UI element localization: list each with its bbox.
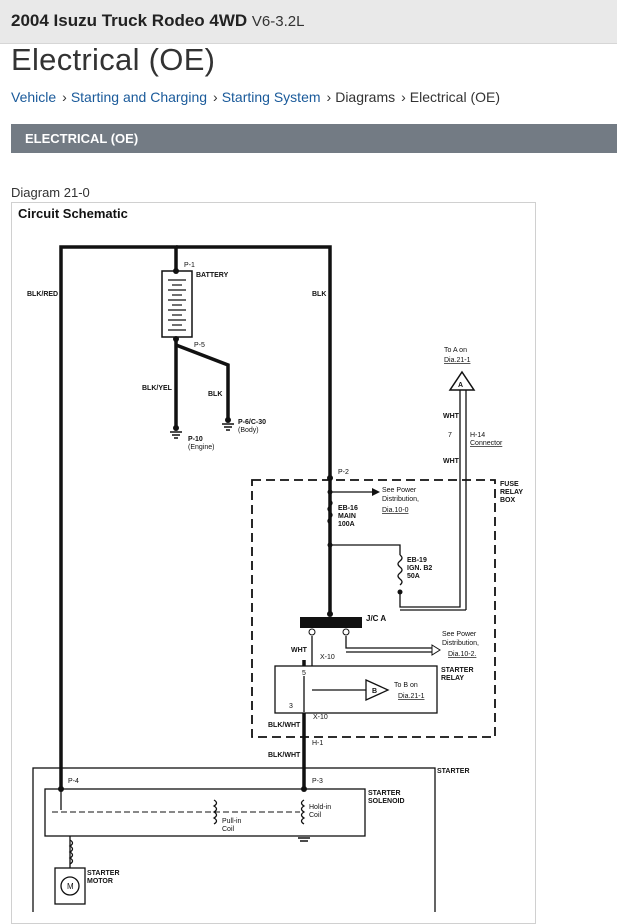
label-body: (Body) bbox=[238, 427, 259, 434]
arrow-right-icon bbox=[431, 644, 441, 656]
label-battery: BATTERY bbox=[196, 272, 229, 279]
label-starter-motor-1: STARTER bbox=[87, 870, 120, 877]
label-starter: STARTER bbox=[437, 768, 470, 775]
arrow-right-icon bbox=[372, 488, 380, 496]
label-blkred: BLK/RED bbox=[27, 291, 58, 298]
connector-b-triangle bbox=[365, 678, 390, 702]
label-p3: P-3 bbox=[312, 778, 323, 785]
vehicle-header: 2004 Isuzu Truck Rodeo 4WD V6-3.2L bbox=[0, 0, 617, 44]
label-wht3: WHT bbox=[291, 647, 308, 654]
thin-wires bbox=[32, 390, 467, 912]
label-starter-solenoid-2: SOLENOID bbox=[368, 798, 405, 805]
label-50a: 50A bbox=[407, 573, 420, 580]
ground-symbols bbox=[170, 423, 310, 842]
label-p1: P-1 bbox=[184, 262, 195, 269]
diagram-number: Diagram 21-0 bbox=[11, 185, 90, 200]
breadcrumb-current: Electrical (OE) bbox=[409, 89, 501, 105]
label-fuse-box-2: RELAY bbox=[500, 489, 523, 496]
label-see-power-2b: Distribution, bbox=[442, 640, 479, 647]
junction-connector-bar bbox=[300, 617, 362, 628]
label-starter-solenoid-1: STARTER bbox=[368, 790, 401, 797]
fuse-ign-symbol bbox=[397, 554, 403, 586]
hold-in-coil-symbol bbox=[300, 799, 306, 825]
breadcrumb-starting-system[interactable]: Starting System bbox=[221, 89, 321, 105]
label-wht1: WHT bbox=[443, 413, 460, 420]
label-pin7: 7 bbox=[448, 432, 452, 439]
diagram-frame bbox=[11, 202, 536, 924]
label-holdin-2: Coil bbox=[309, 812, 322, 819]
vehicle-name: 2004 Isuzu Truck Rodeo 4WD bbox=[11, 11, 248, 30]
ground-dot-engine bbox=[173, 425, 179, 431]
link-dia-10-0[interactable]: Dia.10-0 bbox=[382, 507, 409, 514]
label-holdin-1: Hold-in bbox=[309, 804, 331, 811]
label-m-mark: M bbox=[67, 882, 74, 891]
label-see-power-2a: See Power bbox=[442, 631, 477, 638]
label-jca: J/C A bbox=[366, 614, 386, 623]
label-eb16: EB-16 bbox=[338, 505, 358, 512]
label-a-mark: A bbox=[458, 382, 463, 389]
section-header: ELECTRICAL (OE) bbox=[11, 124, 617, 153]
label-fuse-box-3: BOX bbox=[500, 497, 516, 504]
link-dia-21-1-b[interactable]: Dia.21-1 bbox=[398, 693, 425, 700]
section-title: ELECTRICAL (OE) bbox=[25, 131, 139, 146]
label-blkyel: BLK/YEL bbox=[142, 385, 173, 392]
label-p5: P-5 bbox=[194, 342, 205, 349]
label-p4: P-4 bbox=[68, 778, 79, 785]
label-main: MAIN bbox=[338, 513, 356, 520]
label-h14: H-14 bbox=[470, 432, 485, 439]
label-see-power-1b: Distribution, bbox=[382, 496, 419, 503]
breadcrumb-starting-and-charging[interactable]: Starting and Charging bbox=[70, 89, 208, 105]
label-pullin-2: Coil bbox=[222, 826, 235, 833]
vehicle-title: 2004 Isuzu Truck Rodeo 4WD V6-3.2L bbox=[11, 11, 304, 31]
label-p2: P-2 bbox=[338, 469, 349, 476]
label-connector: Connector bbox=[470, 440, 503, 447]
breadcrumb-diagrams: Diagrams bbox=[335, 89, 396, 105]
label-p10: P-10 bbox=[188, 436, 203, 443]
fuse-main-symbol bbox=[327, 499, 333, 525]
label-100a: 100A bbox=[338, 521, 355, 528]
breadcrumb-chevron-icon: › bbox=[401, 89, 406, 105]
connector-a-triangle bbox=[448, 370, 476, 391]
battery-symbol bbox=[161, 270, 193, 338]
schematic-labels: P-1 BATTERY P-5 BLK/RED BLK BLK/YEL BLK … bbox=[27, 262, 523, 891]
breadcrumb-chevron-icon: › bbox=[213, 89, 218, 105]
label-h1: H-1 bbox=[312, 740, 323, 747]
breadcrumb-vehicle[interactable]: Vehicle bbox=[11, 89, 57, 105]
label-x10a: X-10 bbox=[320, 654, 335, 661]
label-b-mark: B bbox=[372, 688, 377, 695]
label-wht2: WHT bbox=[443, 458, 460, 465]
diagram-title: Circuit Schematic bbox=[18, 206, 128, 221]
breadcrumb: Vehicle›Starting and Charging›Starting S… bbox=[11, 89, 500, 105]
motor-symbol bbox=[60, 876, 80, 896]
label-pullin-1: Pull-in bbox=[222, 818, 242, 825]
label-p6: P-6/C-30 bbox=[238, 419, 266, 426]
label-blk-mid: BLK bbox=[208, 391, 222, 398]
label-starter-relay-1: STARTER bbox=[441, 667, 474, 674]
label-see-power-1a: See Power bbox=[382, 487, 417, 494]
label-fuse-box-1: FUSE bbox=[500, 481, 519, 488]
fuse-relay-box-outline bbox=[251, 479, 496, 738]
label-blkwht2: BLK/WHT bbox=[268, 752, 301, 759]
label-engine: (Engine) bbox=[188, 444, 214, 451]
label-x10b: X-10 bbox=[313, 714, 328, 721]
label-ign-b2: IGN. B2 bbox=[407, 565, 432, 572]
label-starter-motor-2: MOTOR bbox=[87, 878, 113, 885]
label-to-b-on: To B on bbox=[394, 682, 418, 689]
link-dia-21-1-a[interactable]: Dia.21-1 bbox=[444, 357, 471, 364]
motor-coil-symbol bbox=[68, 839, 74, 865]
link-dia-10-2[interactable]: Dia.10-2. bbox=[448, 651, 476, 658]
vehicle-engine: V6-3.2L bbox=[251, 13, 305, 30]
label-pin5: 5 bbox=[302, 670, 306, 677]
label-blk-top: BLK bbox=[312, 291, 326, 298]
page-title: Electrical (OE) bbox=[11, 42, 216, 77]
label-eb19: EB-19 bbox=[407, 557, 427, 564]
label-starter-relay-2: RELAY bbox=[441, 675, 464, 682]
label-to-a-on: To A on bbox=[444, 347, 467, 354]
breadcrumb-chevron-icon: › bbox=[326, 89, 332, 105]
breadcrumb-chevron-icon: › bbox=[62, 89, 67, 105]
label-blkwht1: BLK/WHT bbox=[268, 722, 301, 729]
ground-dot-body bbox=[225, 417, 231, 423]
label-pin3: 3 bbox=[289, 703, 293, 710]
